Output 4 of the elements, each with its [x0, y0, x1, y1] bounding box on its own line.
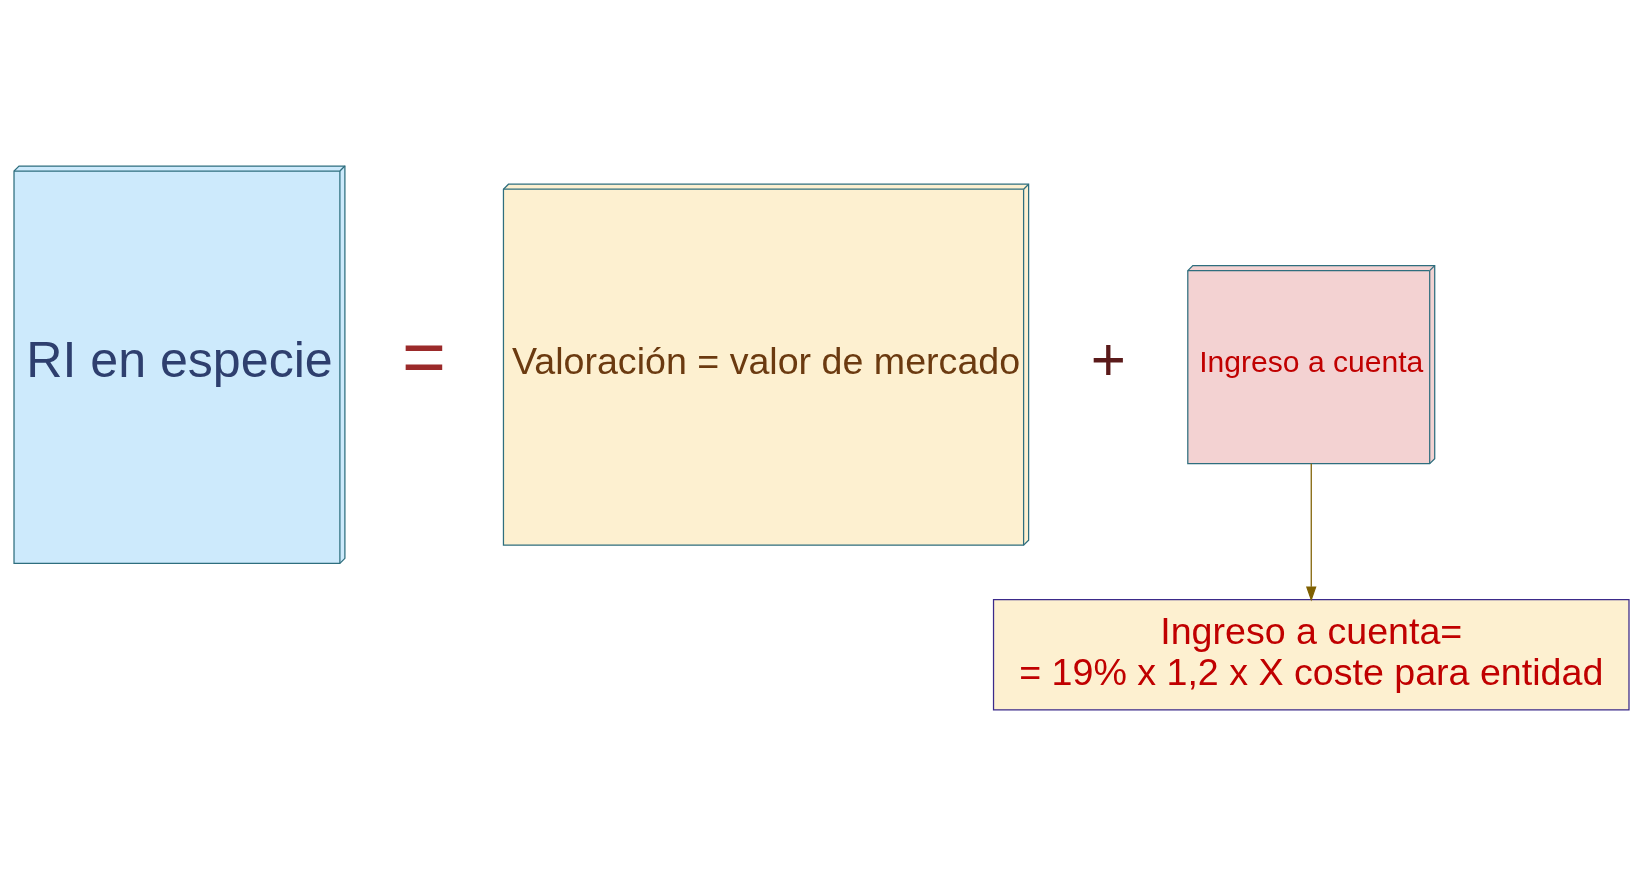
arrow	[1305, 462, 1317, 602]
label: +	[1090, 325, 1126, 393]
label: =	[401, 314, 446, 399]
node-box: Ingreso a cuenta= = 19% x 1,2 x X coste para entidad	[992, 598, 1630, 711]
